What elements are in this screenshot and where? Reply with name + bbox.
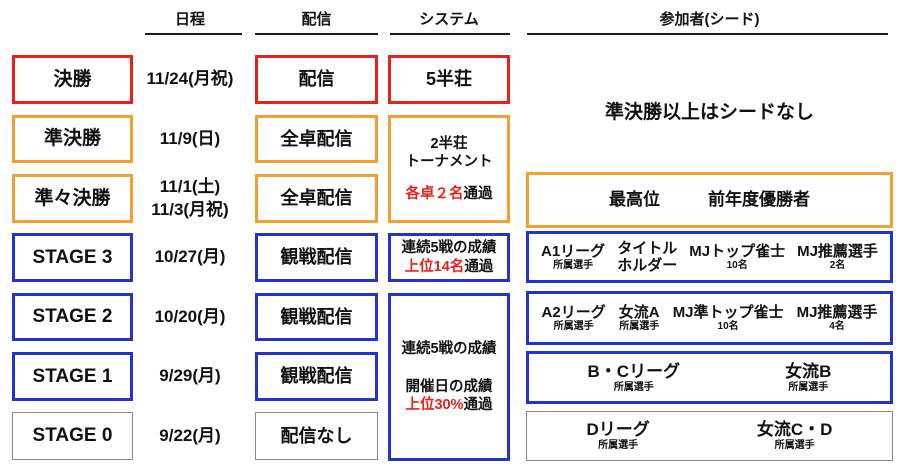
system-stage3-line1: 連続5戦の成績 [401,240,497,257]
participants-box-stage0: Dリーグ 所属選手 女流C・D 所属選手 [526,411,893,461]
participant-saikoui: 最高位 [609,190,660,210]
system-lower-line2: 開催日の成績 [405,378,493,395]
system-stage3-pass-highlight: 上位14名 [404,258,465,275]
date-quarterfinal-line2: 11/3(月祝) [151,199,229,219]
system-lower-pass-highlight: 上位30% [405,397,464,414]
participant-title-holder: タイトル ホルダー [617,239,678,274]
stream-box-semifinal: 全卓配信 [255,115,378,163]
system-lower-pass-rest: 通過 [463,397,493,414]
participant-d-league: Dリーグ 所属選手 [586,420,650,452]
participant-a1-league: A1リーグ 所属選手 [541,242,606,271]
participant-mj-top-players: MJトップ雀士 10名 [689,242,786,271]
date-semifinal: 11/9(日) [159,128,221,148]
stage-box-stage3: STAGE 3 [12,233,133,282]
system-semi-pass: 各卓２名通過 [406,185,493,203]
header-stream: 配信 [301,11,332,28]
date-quarterfinal-line1: 11/1(土) [159,176,221,196]
participant-mj-recommended-2: MJ推薦選手 2名 [797,242,878,271]
date-stage1: 9/29(月) [159,366,221,386]
date-stage0: 9/22(月) [159,425,221,445]
participants-box-stage3: A1リーグ 所属選手 タイトル ホルダー MJトップ雀士 10名 MJ推薦選手 … [526,231,893,283]
stream-box-stage3: 観戦配信 [255,233,378,282]
participant-mj-recommended-4: MJ推薦選手 4名 [796,303,878,332]
stage-box-stage1: STAGE 1 [12,352,133,401]
system-semi-line1: 2半荘 [430,136,468,153]
system-stage3-pass-rest: 通過 [464,258,494,275]
seed-note: 準決勝以上はシードなし [604,102,814,123]
header-underline-system [390,33,510,35]
date-quarterfinal: 11/1(土) 11/3(月祝) [137,174,243,223]
participant-joryu-a: 女流A 所属選手 [618,303,660,332]
stage-box-stage2: STAGE 2 [12,293,133,341]
header-participants: 参加者(シード) [659,11,760,28]
participants-box-stage2: A2リーグ 所属選手 女流A 所属選手 MJ準トップ雀士 10名 MJ推薦選手 … [526,291,893,345]
system-stage3-pass: 上位14名通過 [405,258,494,276]
stage-box-final: 決勝 [12,55,133,104]
header-system: システム [419,11,479,28]
participant-previous-champion: 前年度優勝者 [708,190,810,210]
system-box-semi-quarter: 2半荘 トーナメント 各卓２名通過 [388,115,510,223]
stream-box-stage2: 観戦配信 [255,293,378,341]
participant-joryu-b: 女流B 所属選手 [785,361,832,393]
stream-box-stage1: 観戦配信 [255,352,378,401]
date-stage2: 10/20(月) [154,306,226,326]
stage-box-semifinal: 準決勝 [12,115,133,163]
header-underline-stream [255,33,378,35]
system-box-stage3: 連続5戦の成績 上位14名通過 [388,233,510,282]
participants-box-quarterfinal: 最高位 前年度優勝者 [526,172,893,228]
system-box-lower-stages: 連続5戦の成績 開催日の成績 上位30%通過 [388,293,510,461]
participant-a2-league: A2リーグ 所属選手 [541,303,606,332]
date-final: 11/24(月祝) [146,69,234,89]
system-lower-line1: 連続5戦の成績 [401,340,497,357]
stream-box-stage0: 配信なし [255,412,378,460]
stage-box-quarterfinal: 準々決勝 [12,174,133,223]
participant-joryu-cd: 女流C・D 所属選手 [756,420,833,452]
system-lower-pass: 上位30%通過 [405,396,492,414]
stream-box-final: 配信 [255,55,378,104]
header-date: 日程 [174,11,205,28]
participant-bc-league: B・Cリーグ 所属選手 [587,361,681,393]
system-semi-pass-highlight: 各卓２名 [405,185,464,202]
stage-box-stage0: STAGE 0 [12,412,133,460]
system-semi-line2: トーナメント [405,154,493,171]
header-underline-participants [527,33,888,35]
stream-box-quarterfinal: 全卓配信 [255,174,378,223]
system-semi-pass-rest: 通過 [463,185,493,202]
system-box-final: 5半荘 [388,55,510,104]
header-underline-date [145,33,242,35]
participants-box-stage1: B・Cリーグ 所属選手 女流B 所属選手 [526,351,893,404]
date-stage3: 10/27(月) [154,247,226,267]
participant-mj-semi-top-players: MJ準トップ雀士 10名 [672,303,784,332]
